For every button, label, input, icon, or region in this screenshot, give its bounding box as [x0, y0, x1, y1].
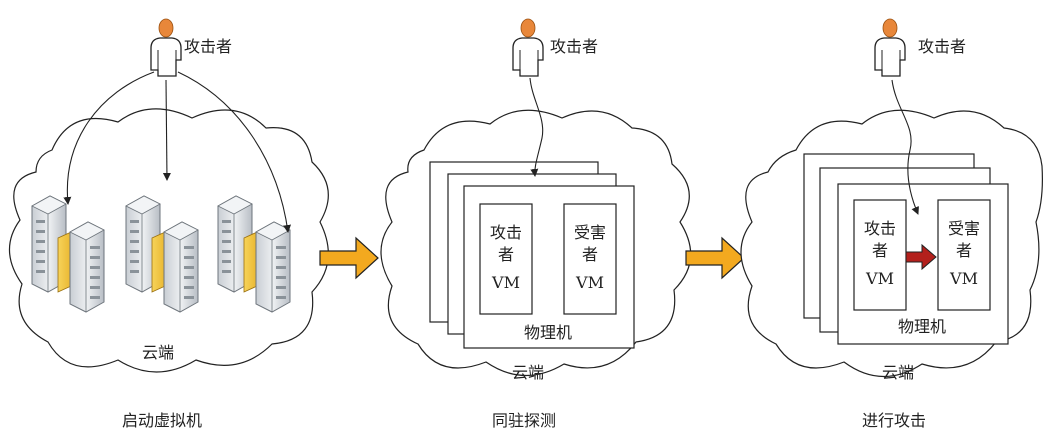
connector-arrow	[162, 79, 171, 181]
connector-arrow	[529, 77, 544, 177]
vm-label: 者	[872, 241, 888, 260]
person-icon	[512, 18, 544, 77]
stage-1: 攻击者 云端 启动虚拟机	[8, 18, 329, 430]
vm-label: VM	[865, 269, 894, 288]
vm-label: 者	[582, 245, 598, 264]
stage-2: 攻击 者 VM 受害 者 VM 物理机 攻击者 云端 同驻探测	[380, 18, 692, 430]
physical-machine-label: 物理机	[524, 323, 572, 342]
connector-arrow	[177, 71, 291, 233]
stage-3: 攻击 者 VM 受害 者 VM 物理机 攻击者 云端 进行攻击	[740, 18, 1043, 430]
victim-vm-box	[937, 199, 991, 311]
person-icon	[150, 18, 182, 77]
stage-caption: 同驻探测	[492, 411, 556, 430]
connector-arrow	[891, 79, 919, 215]
vm-label: 攻击	[490, 223, 522, 242]
victim-vm-box	[563, 203, 617, 315]
vm-label: 受害	[574, 223, 606, 242]
attacker-label: 攻击者	[184, 37, 232, 56]
attacker-label: 攻击者	[550, 37, 598, 56]
attack-arrow	[905, 243, 937, 271]
cloud-label: 云端	[512, 363, 544, 382]
cloud-label: 云端	[142, 343, 174, 362]
stage-caption: 启动虚拟机	[122, 411, 202, 430]
vm-label: VM	[575, 273, 604, 292]
vm-label: VM	[949, 269, 978, 288]
flow-arrow	[685, 236, 745, 280]
vm-label: VM	[491, 273, 520, 292]
attacker-label: 攻击者	[918, 37, 966, 56]
vm-label: 受害	[948, 219, 980, 238]
vm-label: 者	[956, 241, 972, 260]
flow-arrow	[319, 236, 379, 280]
person-icon	[874, 18, 906, 77]
physical-machine-label: 物理机	[898, 317, 946, 336]
cloud-label: 云端	[882, 363, 914, 382]
attacker-vm-box	[853, 199, 907, 311]
vm-label: 攻击	[864, 219, 896, 238]
vm-label: 者	[498, 245, 514, 264]
stage-caption: 进行攻击	[862, 411, 926, 430]
attacker-vm-box	[479, 203, 533, 315]
connector-arrow	[63, 71, 155, 205]
